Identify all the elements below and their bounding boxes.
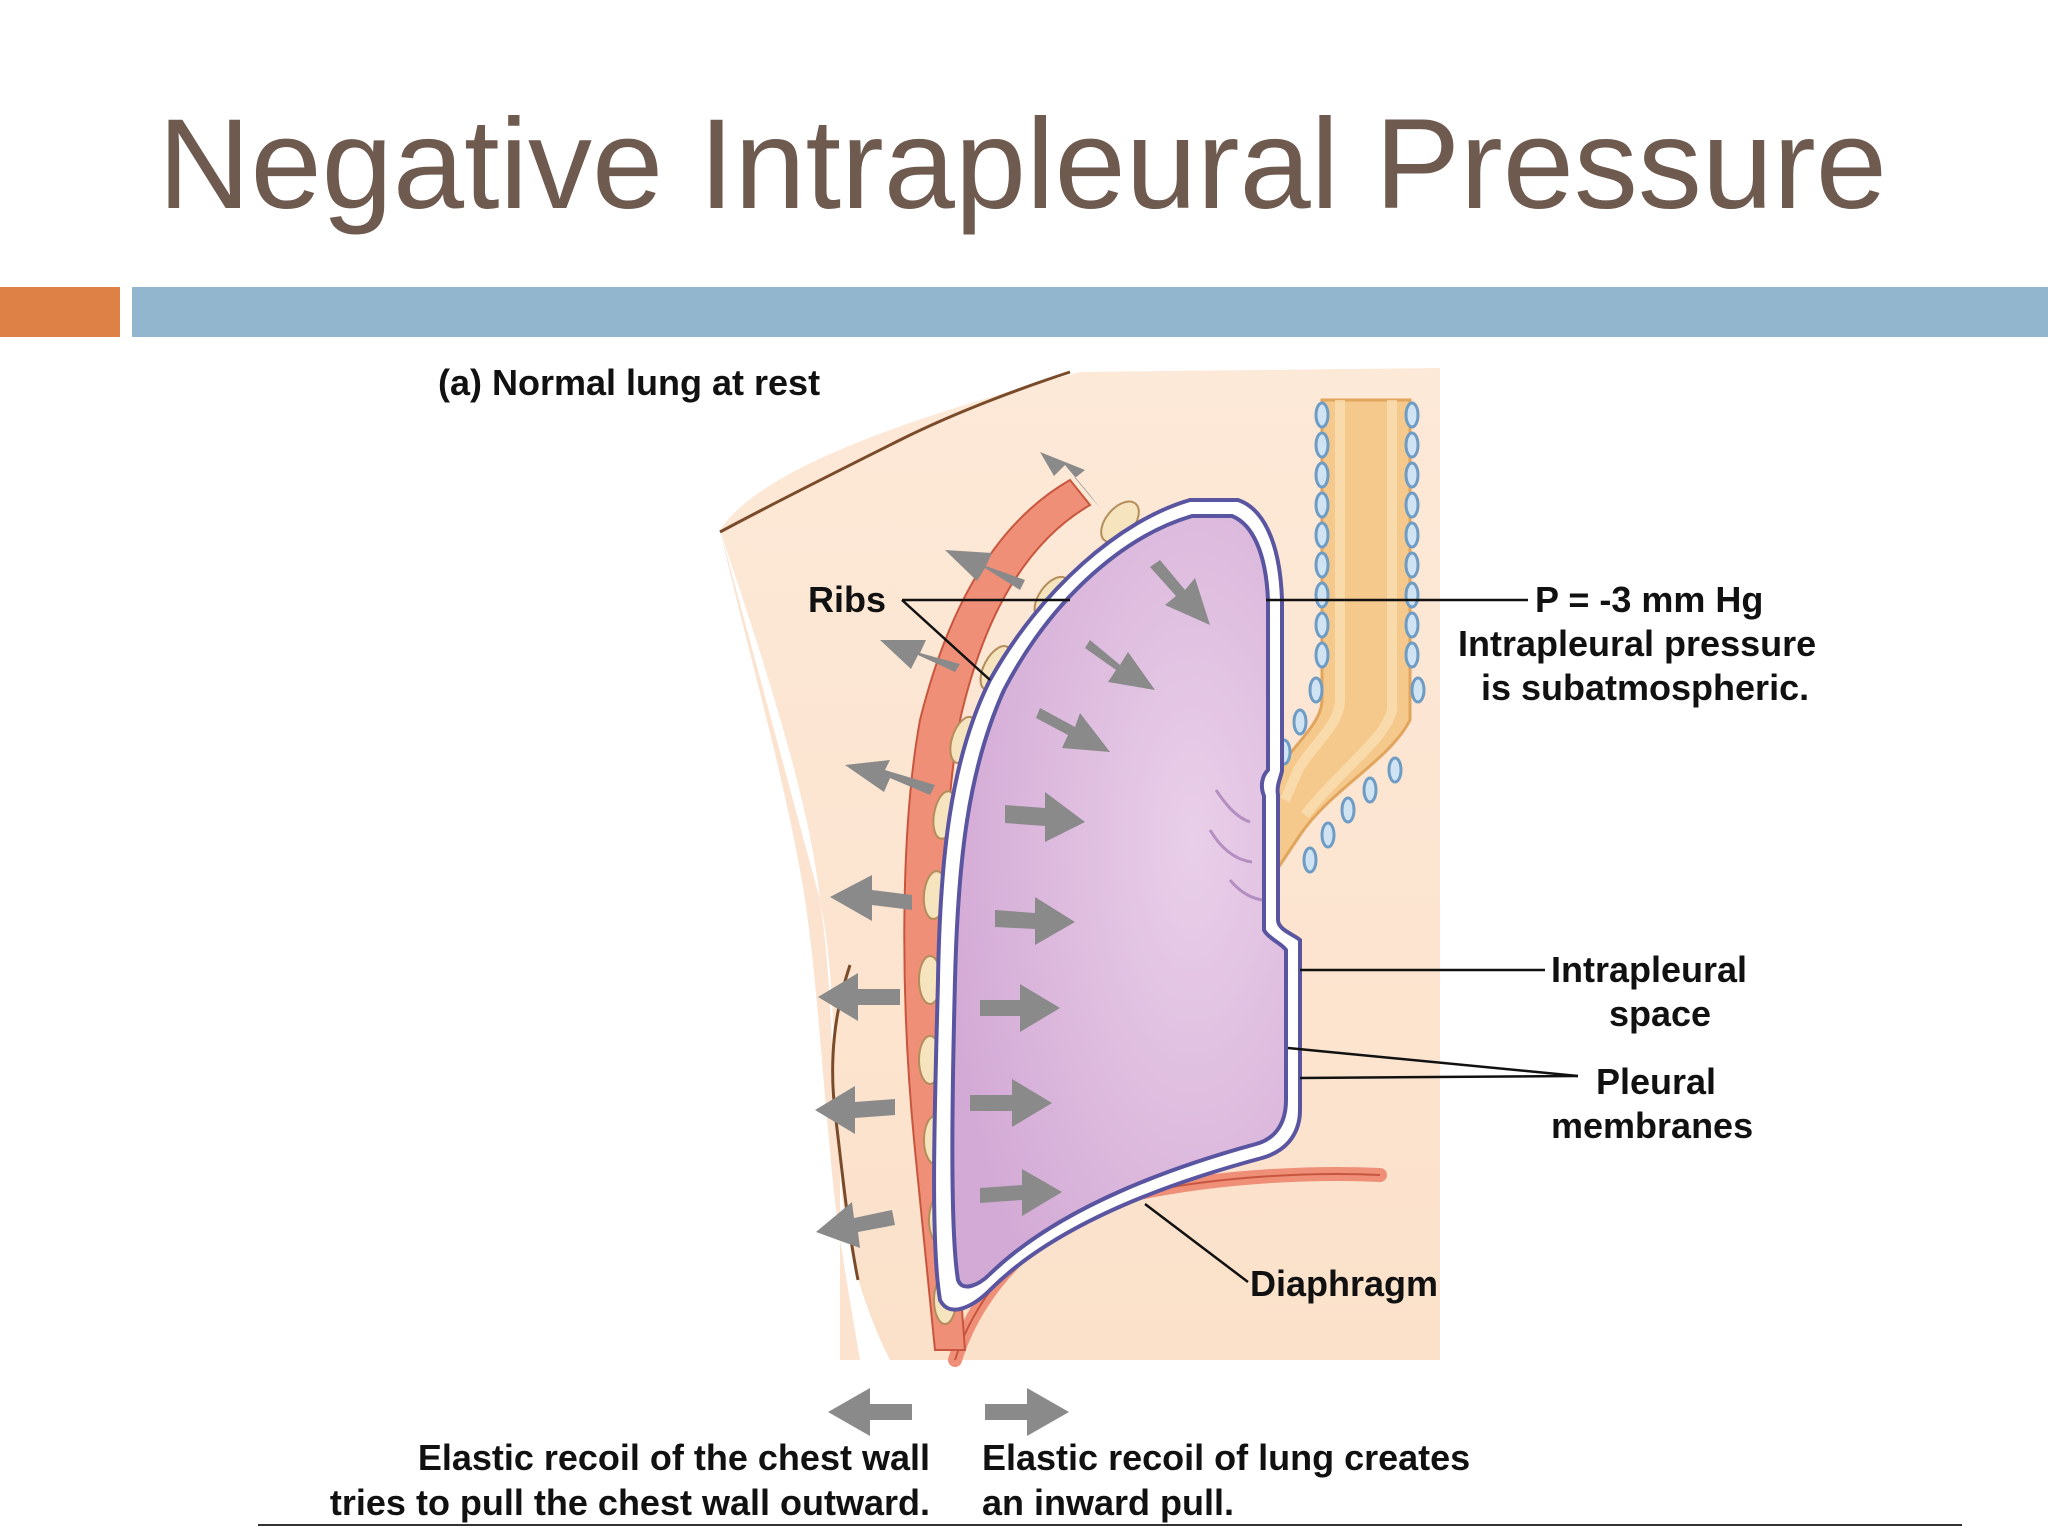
outward-arrows [815,452,1100,1248]
caption-right-line1: Elastic recoil of lung creates [982,1437,1470,1478]
skin-outline [719,370,1071,534]
bottom-arrow-outward [828,1388,912,1436]
diaphragm-label: Diaphragm [1250,1263,1438,1304]
intrapleural-space-label-line2: space [1609,993,1711,1034]
bottom-arrow-inward [985,1388,1069,1436]
intrapleural-space-label-line1: Intrapleural [1551,949,1747,990]
caption-left-line2: tries to pull the chest wall outward. [330,1482,930,1523]
inward-arrows [970,560,1210,1216]
trachea-inner [1280,400,1397,819]
accent-bar-blue [132,287,2048,337]
hilum-vessels [1208,789,1263,902]
pressure-label-line1: Intrapleural pressure [1458,623,1816,664]
pleural-membranes-label-line1: Pleural [1596,1061,1716,1102]
slide-title: Negative Intrapleural Pressure [158,93,1887,236]
accent-bar-orange [0,287,120,337]
pleural-membranes-label-line2: membranes [1551,1105,1753,1146]
caption-left-line1: Elastic recoil of the chest wall [418,1437,930,1478]
chest-wall-muscle [903,478,1092,1351]
caption-right-line2: an inward pull. [982,1482,1234,1523]
pressure-value-label: P = -3 mm Hg [1535,579,1763,620]
leader-lines [901,598,1579,1283]
ribs-label: Ribs [808,579,886,620]
panel-label: (a) Normal lung at rest [438,362,820,403]
pressure-label-line2: is subatmospheric. [1481,667,1809,708]
chest-body-left [720,530,860,1360]
